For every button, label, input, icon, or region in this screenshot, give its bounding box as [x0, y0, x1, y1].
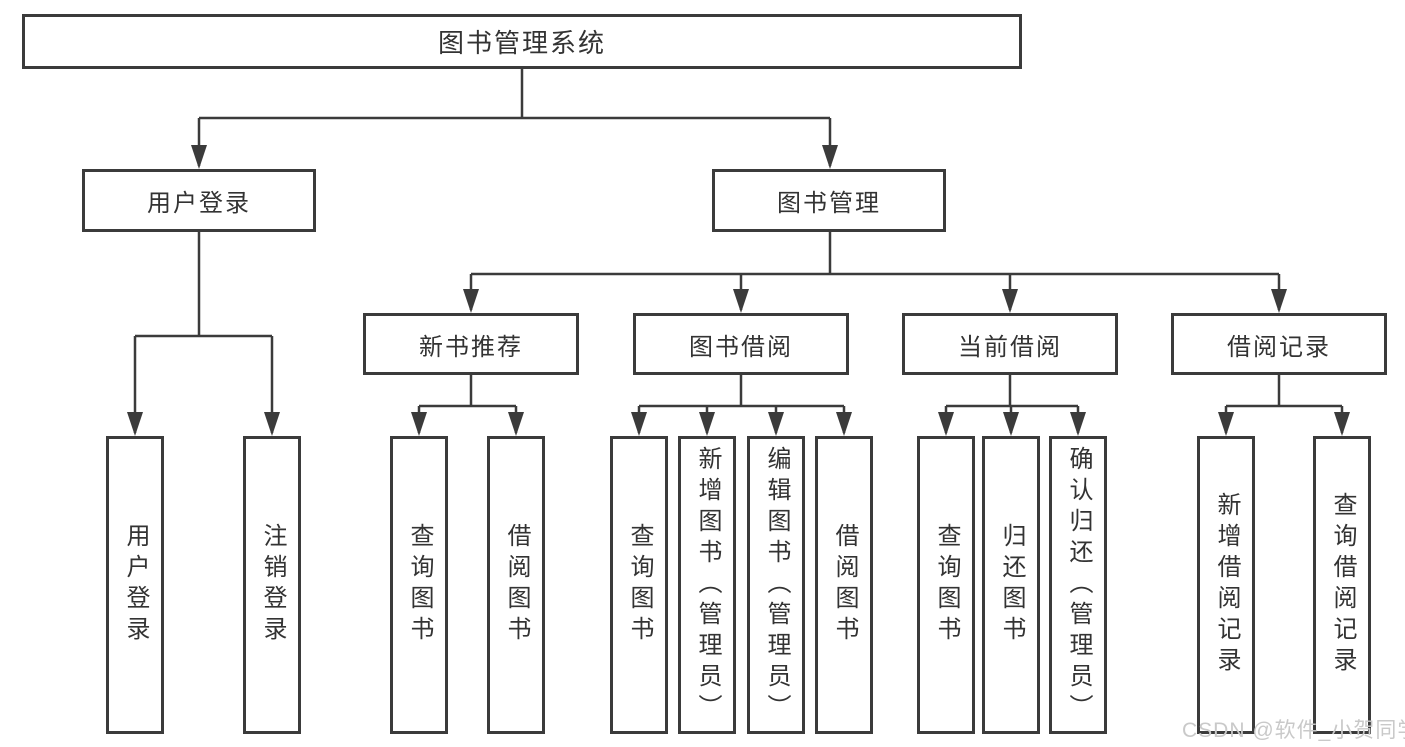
- leaf-box-query-books-1: 查询图书: [390, 436, 448, 734]
- leaf-label: 确认归还（管理员）: [1065, 445, 1092, 725]
- connectors-user-login: [127, 232, 280, 436]
- branch-box-user-login: 用户登录: [82, 169, 316, 232]
- leaf-label: 借阅图书: [831, 523, 858, 647]
- branch-box-book-management: 图书管理: [712, 169, 946, 232]
- watermark-text: CSDN @软件_小贺同学: [1182, 719, 1405, 742]
- leaf-label: 查询图书: [626, 523, 653, 647]
- branch-label: 图书借阅: [689, 333, 793, 361]
- leaf-label: 新增借阅记录: [1213, 492, 1240, 678]
- root-box-library-management-system: 图书管理系统: [22, 14, 1022, 69]
- leaf-box-add-borrow-record: 新增借阅记录: [1197, 436, 1255, 734]
- leaf-box-confirm-return-admin: 确认归还（管理员）: [1049, 436, 1107, 734]
- leaf-label: 新增图书（管理员）: [694, 445, 721, 725]
- leaf-label: 查询图书: [406, 523, 433, 647]
- leaf-box-user-login: 用户登录: [106, 436, 164, 734]
- leaf-label: 注销登录: [259, 523, 286, 647]
- connectors-root: [191, 69, 838, 169]
- leaf-box-return-books: 归还图书: [982, 436, 1040, 734]
- leaf-box-borrow-books-1: 借阅图书: [487, 436, 545, 734]
- leaf-label: 归还图书: [998, 523, 1025, 647]
- leaf-box-borrow-books-2: 借阅图书: [815, 436, 873, 734]
- connectors-current-borrow: [938, 375, 1086, 436]
- leaf-label: 查询图书: [933, 523, 960, 647]
- connectors-borrow-records: [1218, 375, 1350, 436]
- leaf-box-add-books-admin: 新增图书（管理员）: [678, 436, 736, 734]
- branch-box-new-book-recommend: 新书推荐: [363, 313, 579, 375]
- leaf-box-query-books-2: 查询图书: [610, 436, 668, 734]
- branch-box-borrow-records: 借阅记录: [1171, 313, 1387, 375]
- connectors-book-management: [463, 232, 1287, 313]
- leaf-label: 查询借阅记录: [1329, 492, 1356, 678]
- connectors-book-borrow: [631, 375, 852, 436]
- leaf-box-query-books-3: 查询图书: [917, 436, 975, 734]
- branch-label: 当前借阅: [958, 333, 1062, 361]
- leaf-box-edit-books-admin: 编辑图书（管理员）: [747, 436, 805, 734]
- root-label: 图书管理系统: [437, 28, 606, 58]
- leaf-box-query-borrow-record: 查询借阅记录: [1313, 436, 1371, 734]
- connectors-new-book: [411, 375, 524, 436]
- branch-label: 借阅记录: [1227, 333, 1331, 361]
- branch-label: 用户登录: [147, 190, 251, 217]
- branch-box-current-borrow: 当前借阅: [902, 313, 1118, 375]
- branch-box-book-borrow: 图书借阅: [633, 313, 849, 375]
- branch-label: 图书管理: [777, 190, 881, 217]
- leaf-box-logout: 注销登录: [243, 436, 301, 734]
- leaf-label: 编辑图书（管理员）: [763, 445, 790, 725]
- leaf-label: 借阅图书: [503, 523, 530, 647]
- branch-label: 新书推荐: [419, 333, 523, 361]
- leaf-label: 用户登录: [122, 523, 149, 647]
